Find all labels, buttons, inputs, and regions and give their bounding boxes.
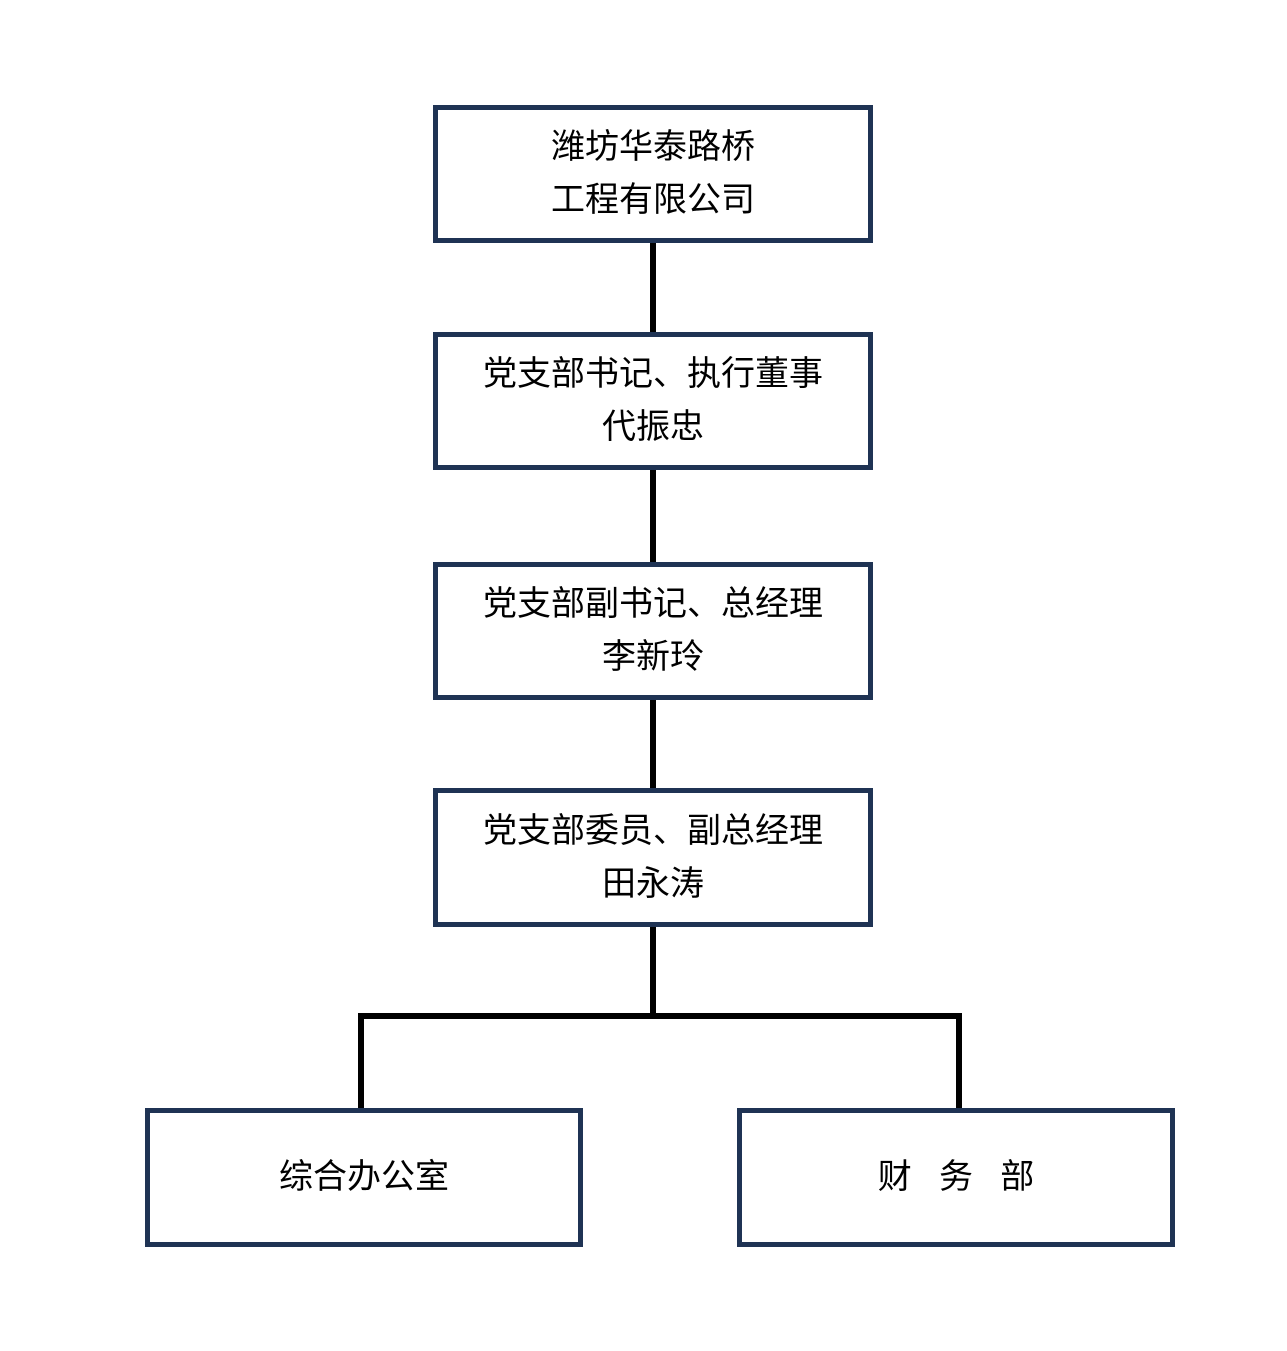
org-node-deputy-secretary-name: 李新玲 bbox=[602, 639, 704, 676]
connector-branch-horizontal bbox=[358, 1013, 962, 1019]
org-node-secretary-name: 代振忠 bbox=[602, 409, 704, 446]
org-node-company: 潍坊华泰路桥 工程有限公司 bbox=[433, 105, 873, 243]
org-node-finance-dept-label: 财 务 部 bbox=[877, 1159, 1035, 1196]
org-node-committee-member: 党支部委员、副总经理 田永涛 bbox=[433, 788, 873, 927]
org-node-deputy-secretary-title: 党支部副书记、总经理 bbox=[483, 586, 823, 623]
org-node-general-office: 综合办公室 bbox=[145, 1108, 583, 1247]
connector-deputy-to-committee bbox=[650, 697, 656, 791]
connector-branch-to-finance bbox=[956, 1013, 962, 1111]
org-node-secretary: 党支部书记、执行董事 代振忠 bbox=[433, 332, 873, 470]
connector-company-to-secretary bbox=[650, 240, 656, 335]
connector-committee-to-branch bbox=[650, 924, 656, 1016]
org-node-deputy-secretary: 党支部副书记、总经理 李新玲 bbox=[433, 562, 873, 700]
org-node-secretary-title: 党支部书记、执行董事 bbox=[483, 356, 823, 393]
org-node-committee-member-title: 党支部委员、副总经理 bbox=[483, 812, 823, 850]
org-node-general-office-label: 综合办公室 bbox=[279, 1159, 449, 1196]
connector-branch-to-office bbox=[358, 1013, 364, 1111]
org-node-company-line2: 工程有限公司 bbox=[551, 182, 755, 219]
org-node-company-line1: 潍坊华泰路桥 bbox=[551, 129, 755, 166]
connector-secretary-to-deputy bbox=[650, 467, 656, 565]
org-node-committee-member-name: 田永涛 bbox=[602, 865, 704, 903]
org-node-finance-dept: 财 务 部 bbox=[737, 1108, 1175, 1247]
